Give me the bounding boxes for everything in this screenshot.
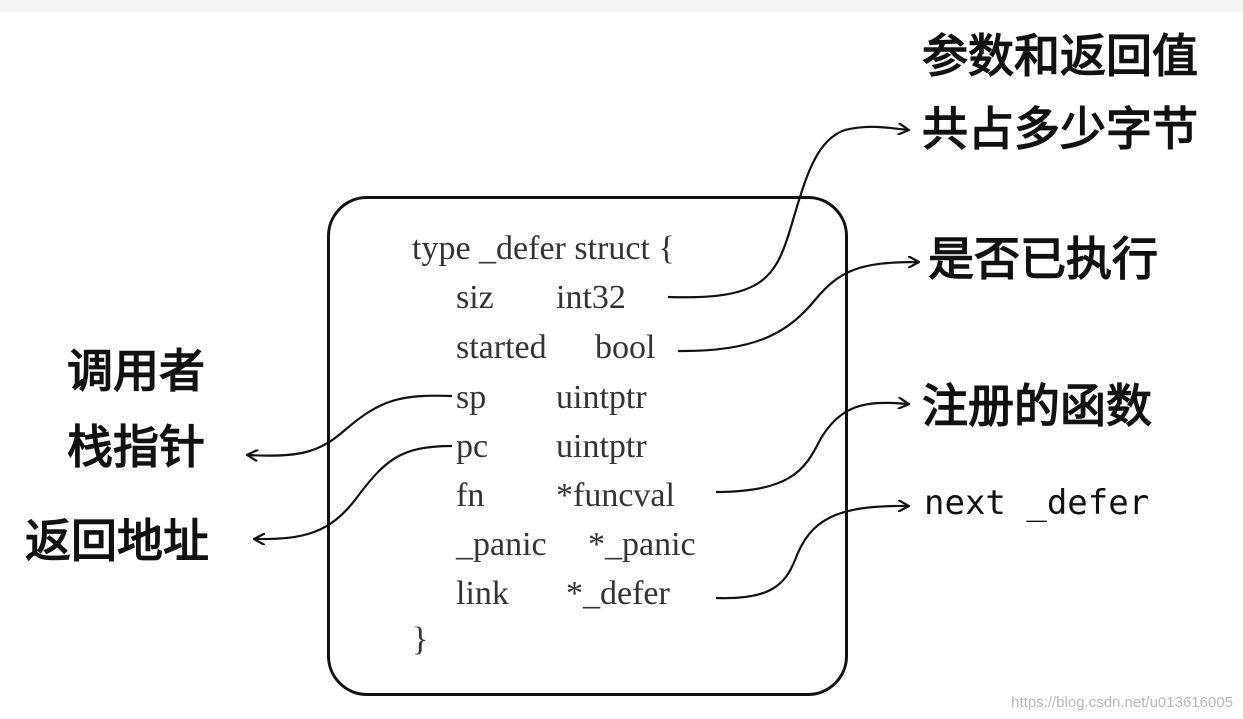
annotation-sp-line2: 栈指针 (67, 420, 205, 474)
watermark: https://blog.csdn.net/u013616005 (1011, 694, 1233, 711)
field-type-fn: *funcval (556, 477, 675, 514)
field-name-pc: pc (456, 428, 489, 465)
field-type-siz: int32 (556, 279, 626, 316)
arrow-pc (255, 444, 453, 539)
arrow-siz (667, 127, 908, 299)
arrow-fn (715, 403, 908, 494)
field-name-siz: siz (456, 279, 494, 316)
arrow-link (715, 506, 908, 600)
annotation-link: next _defer (924, 483, 1150, 523)
annotation-fn: 注册的函数 (922, 379, 1152, 433)
arrow-started (677, 262, 918, 353)
field-name-sp: sp (456, 379, 487, 416)
annotation-pc: 返回地址 (25, 514, 209, 568)
struct-header: type _defer struct { (412, 230, 675, 267)
struct-box (327, 196, 848, 696)
annotation-siz-line1: 参数和返回值 (922, 29, 1198, 83)
field-name-fn: fn (456, 477, 485, 514)
field-name-link: link (456, 575, 509, 612)
field-name-started: started (456, 329, 547, 366)
field-type-link: *_defer (566, 575, 670, 612)
struct-footer: } (412, 621, 429, 658)
field-name-panic: _panic (456, 526, 547, 563)
field-type-panic: *_panic (588, 526, 696, 563)
annotation-siz-line2: 共占多少字节 (922, 102, 1198, 156)
top-bar (0, 0, 1243, 12)
annotation-started: 是否已执行 (928, 232, 1158, 286)
field-type-pc: uintptr (556, 428, 647, 465)
field-type-started: bool (595, 329, 656, 366)
arrow-sp (248, 394, 453, 456)
annotation-sp-line1: 调用者 (67, 344, 205, 398)
field-type-sp: uintptr (556, 379, 647, 416)
